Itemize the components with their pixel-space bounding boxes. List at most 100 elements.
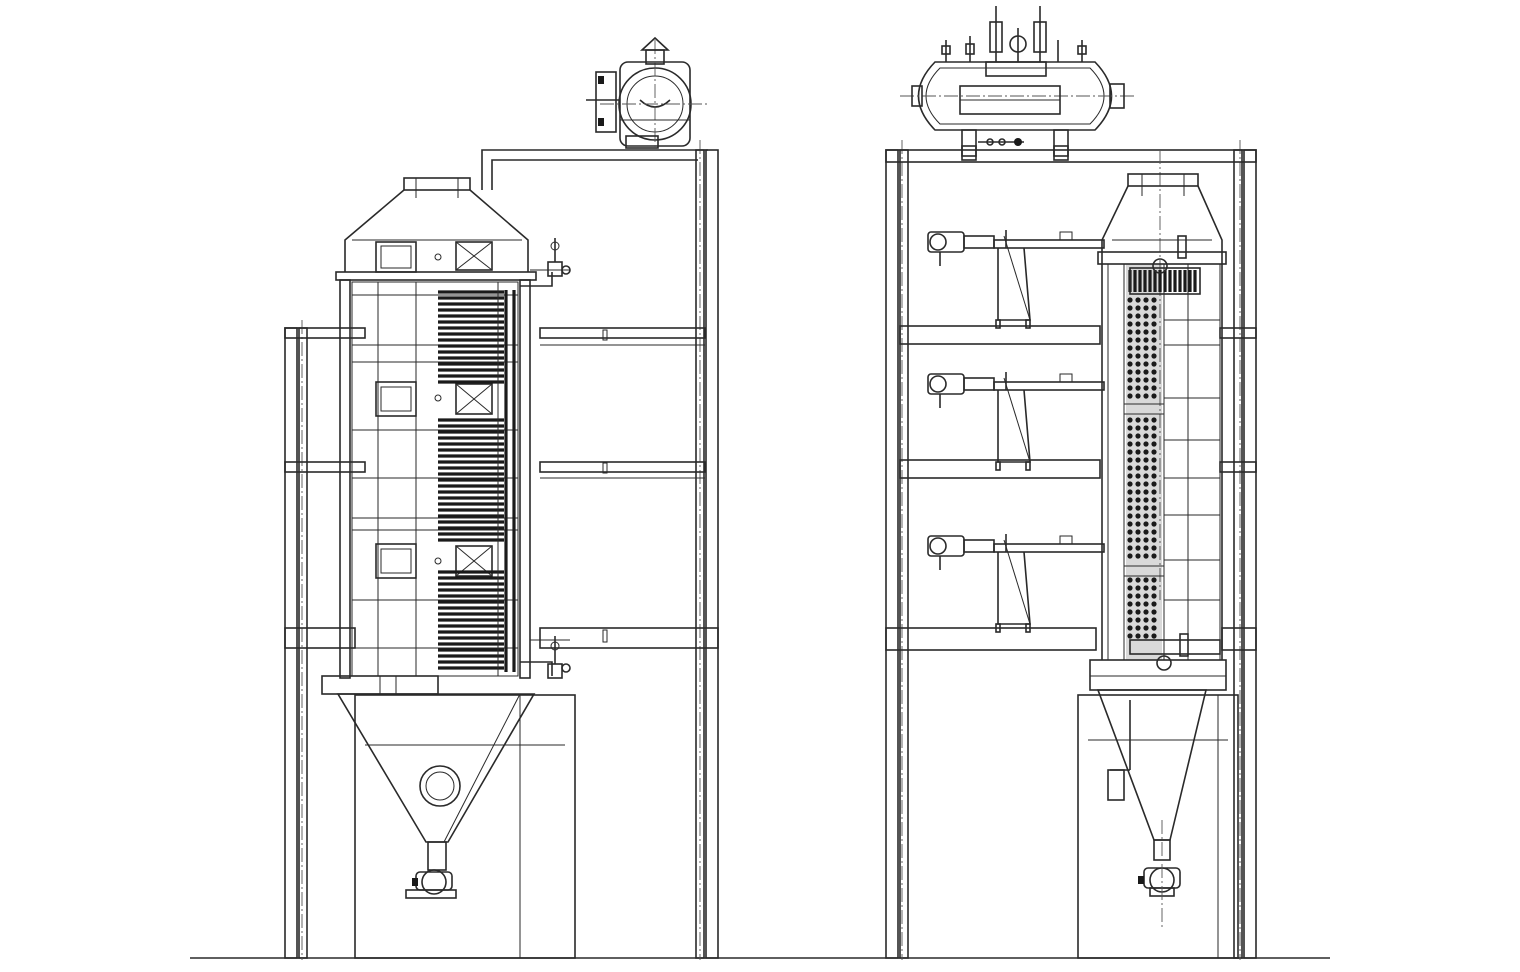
tube-end xyxy=(1151,529,1157,535)
tube-end xyxy=(1127,593,1133,599)
right-burners xyxy=(927,230,1105,633)
tube-end xyxy=(1127,601,1133,607)
tube-end xyxy=(1143,297,1149,303)
tube-end xyxy=(1135,481,1141,487)
tube-end xyxy=(1143,377,1149,383)
tube-end xyxy=(1151,633,1157,639)
tube-end xyxy=(1151,353,1157,359)
tube-end xyxy=(1151,577,1157,583)
tube-end xyxy=(1127,441,1133,447)
burner-flange xyxy=(1059,231,1073,241)
tube-end xyxy=(1143,313,1149,319)
tube-end xyxy=(1143,521,1149,527)
tube-end xyxy=(1151,505,1157,511)
tube-end xyxy=(1127,577,1133,583)
tube-end xyxy=(1143,329,1149,335)
burner-duct xyxy=(993,381,1105,391)
tube-end xyxy=(1127,353,1133,359)
tube-end xyxy=(1135,633,1141,639)
tube-end xyxy=(1143,473,1149,479)
burner-fan xyxy=(929,537,947,555)
tube-end xyxy=(1135,361,1141,367)
tube-end xyxy=(1135,329,1141,335)
tube-end xyxy=(1135,497,1141,503)
left-steam-drum xyxy=(586,36,710,150)
tube-end xyxy=(1127,329,1133,335)
tube-end xyxy=(1135,537,1141,543)
burner-fan xyxy=(929,375,947,393)
tube-end xyxy=(1151,417,1157,423)
tube-end xyxy=(1135,617,1141,623)
burner-duct xyxy=(993,239,1105,249)
tube-end xyxy=(1143,369,1149,375)
tube-end xyxy=(1135,441,1141,447)
tube-end xyxy=(1151,585,1157,591)
tube-end xyxy=(1151,425,1157,431)
tube-end xyxy=(1143,633,1149,639)
tube-end xyxy=(1127,481,1133,487)
tube-end xyxy=(1151,297,1157,303)
tube-end xyxy=(1135,601,1141,607)
tube-end xyxy=(1127,449,1133,455)
left-fin-tube-bank xyxy=(438,282,516,676)
platform-leg xyxy=(995,319,1001,329)
tube-end xyxy=(1143,353,1149,359)
tube-end xyxy=(1143,321,1149,327)
tube-end xyxy=(1143,625,1149,631)
tube-end xyxy=(1135,513,1141,519)
tube-end xyxy=(1135,393,1141,399)
tube-end xyxy=(1143,425,1149,431)
tube-end xyxy=(1151,449,1157,455)
tube-end xyxy=(1151,337,1157,343)
right-tube-bank xyxy=(1126,264,1162,660)
tube-end xyxy=(1127,417,1133,423)
tube-end xyxy=(1127,465,1133,471)
tube-end xyxy=(1135,505,1141,511)
tube-end xyxy=(1143,609,1149,615)
burner-assembly xyxy=(927,230,1105,329)
tube-end xyxy=(1135,593,1141,599)
tube-end xyxy=(1127,297,1133,303)
tube-end xyxy=(1143,537,1149,543)
tube-end xyxy=(1151,609,1157,615)
tube-end xyxy=(1135,521,1141,527)
tube-end xyxy=(1151,481,1157,487)
tube-end xyxy=(1127,617,1133,623)
tube-end xyxy=(1143,361,1149,367)
left-headers xyxy=(520,238,571,679)
tube-end xyxy=(1151,489,1157,495)
burner-brace xyxy=(1003,539,1031,625)
left-furnace-casing xyxy=(321,177,537,899)
tube-end xyxy=(1151,601,1157,607)
tube-end xyxy=(1143,497,1149,503)
tube-end xyxy=(1127,585,1133,591)
tube-end xyxy=(1135,313,1141,319)
tube-end xyxy=(1135,577,1141,583)
tube-end xyxy=(1151,385,1157,391)
burner-fan xyxy=(929,233,947,251)
tube-end xyxy=(1127,473,1133,479)
tube-end xyxy=(1143,337,1149,343)
burner-platform xyxy=(997,389,1031,463)
tube-end xyxy=(1143,481,1149,487)
tube-end xyxy=(1143,505,1149,511)
tube-end xyxy=(1127,497,1133,503)
tube-end xyxy=(1143,545,1149,551)
tube-end xyxy=(1143,577,1149,583)
tube-end xyxy=(1135,609,1141,615)
left-rotary-valve xyxy=(405,869,457,899)
side-elevation-view xyxy=(284,36,719,960)
burner-assembly xyxy=(927,372,1105,471)
tube-end xyxy=(1135,425,1141,431)
tube-end xyxy=(1127,553,1133,559)
tube-end xyxy=(1135,417,1141,423)
tube-end xyxy=(1143,585,1149,591)
tube-end xyxy=(1151,553,1157,559)
left-support-frame xyxy=(284,140,719,960)
tube-end xyxy=(1127,609,1133,615)
tube-end xyxy=(1127,369,1133,375)
burner-platform xyxy=(997,247,1031,321)
burner-platform xyxy=(997,551,1031,625)
tube-end xyxy=(1135,433,1141,439)
